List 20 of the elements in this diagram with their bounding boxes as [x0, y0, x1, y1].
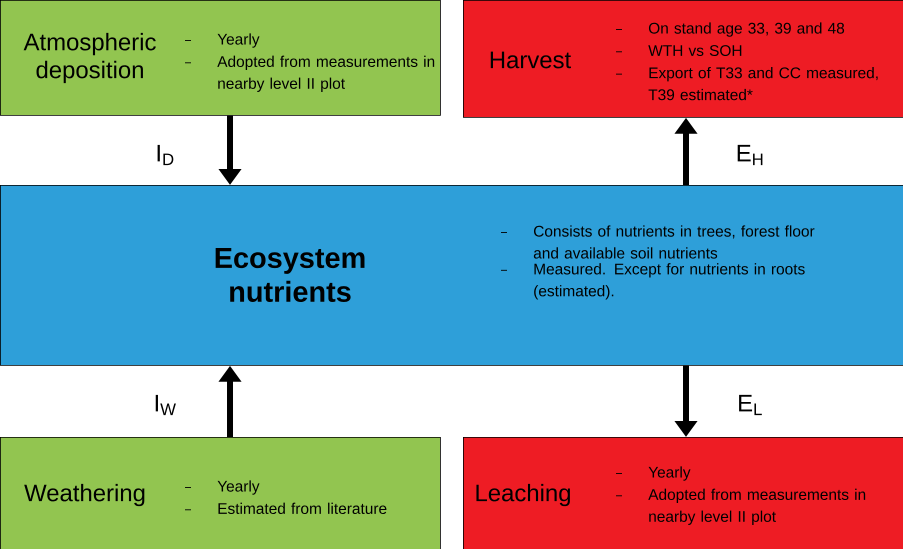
bullet-text: Yearly [218, 480, 260, 495]
bullet-text: Estimated from literature [218, 502, 386, 514]
bullet-text: Export of T33 and CC measured, T39 estimated* [648, 66, 878, 100]
box-heading: Ecosystem nutrients [216, 248, 364, 302]
bullet-text: Adopted from measurements in nearby level II plot [648, 488, 866, 525]
bullet-text: Measured. Except for nutrients in roots (estimated). [534, 263, 805, 300]
box-heading: Weathering [24, 484, 144, 506]
bullet-text: Yearly [218, 33, 260, 48]
edge-label: E$_{H}$ [738, 144, 762, 166]
box-heading: Atmospheric deposition [24, 32, 156, 84]
bullet-text: WTH vs SOH [648, 45, 742, 56]
box-heading: Leaching [476, 484, 570, 506]
bullet-text: On stand age 33, 39 and 48 [648, 22, 844, 37]
bullet-text: Yearly [648, 466, 691, 481]
edge-label: I$_{W}$ [156, 394, 176, 416]
bullet-text: Consists of nutrients in trees, forest floor and available soil nutrients [534, 225, 814, 259]
edge-label: I$_{D}$ [158, 144, 174, 166]
edge-label: E$_{L}$ [739, 394, 762, 416]
bullet-text: Adopted from measurements in nearby level II plot [217, 56, 434, 92]
box-heading: Harvest [490, 52, 571, 68]
